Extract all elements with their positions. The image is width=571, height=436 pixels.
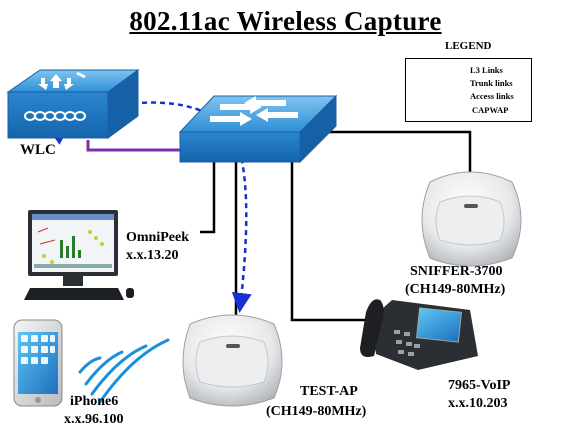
access-link-switch-omnipeek [200,160,216,234]
sniffer-channel: (CH149-80MHz) [405,282,506,297]
trunk-link-wlc-switch [86,140,186,152]
legend-item-label: CAPWAP [472,105,509,115]
iphone-name: iPhone6 [70,394,119,409]
testap-channel: (CH149-80MHz) [266,404,367,419]
legend-item-label: Access links [470,91,514,101]
legend: L3 Links Trunk links Access links CAPWAP [405,58,532,122]
smartphone-icon [13,319,63,407]
access-point-icon [421,171,522,267]
wlc-label: WLC [20,142,56,158]
testap-name: TEST-AP [300,384,358,399]
access-link-switch-voip [290,160,370,322]
omnipeek-name: OmniPeek [126,230,189,245]
access-link-switch-sniffer [300,130,472,178]
diagram-title: 802.11ac Wireless Capture [129,6,442,36]
access-point-icon [182,314,283,407]
iphone-ip: x.x.96.100 [64,412,124,427]
legend-title: LEGEND [445,40,492,52]
omnipeek-ip: x.x.13.20 [126,248,179,263]
links [47,101,472,322]
legend-item-label: Trunk links [470,78,513,88]
wireless-signal-icon [78,338,170,404]
ip-phone-icon [360,299,478,370]
voip-ip: x.x.10.203 [448,396,508,411]
legend-item-label: L3 Links [470,65,503,75]
voip-name: 7965-VoIP [448,378,511,393]
wlc-icon [6,69,140,139]
switch-icon [178,94,338,164]
desktop-computer-icon [24,210,134,300]
sniffer-name: SNIFFER-3700 [410,264,503,279]
